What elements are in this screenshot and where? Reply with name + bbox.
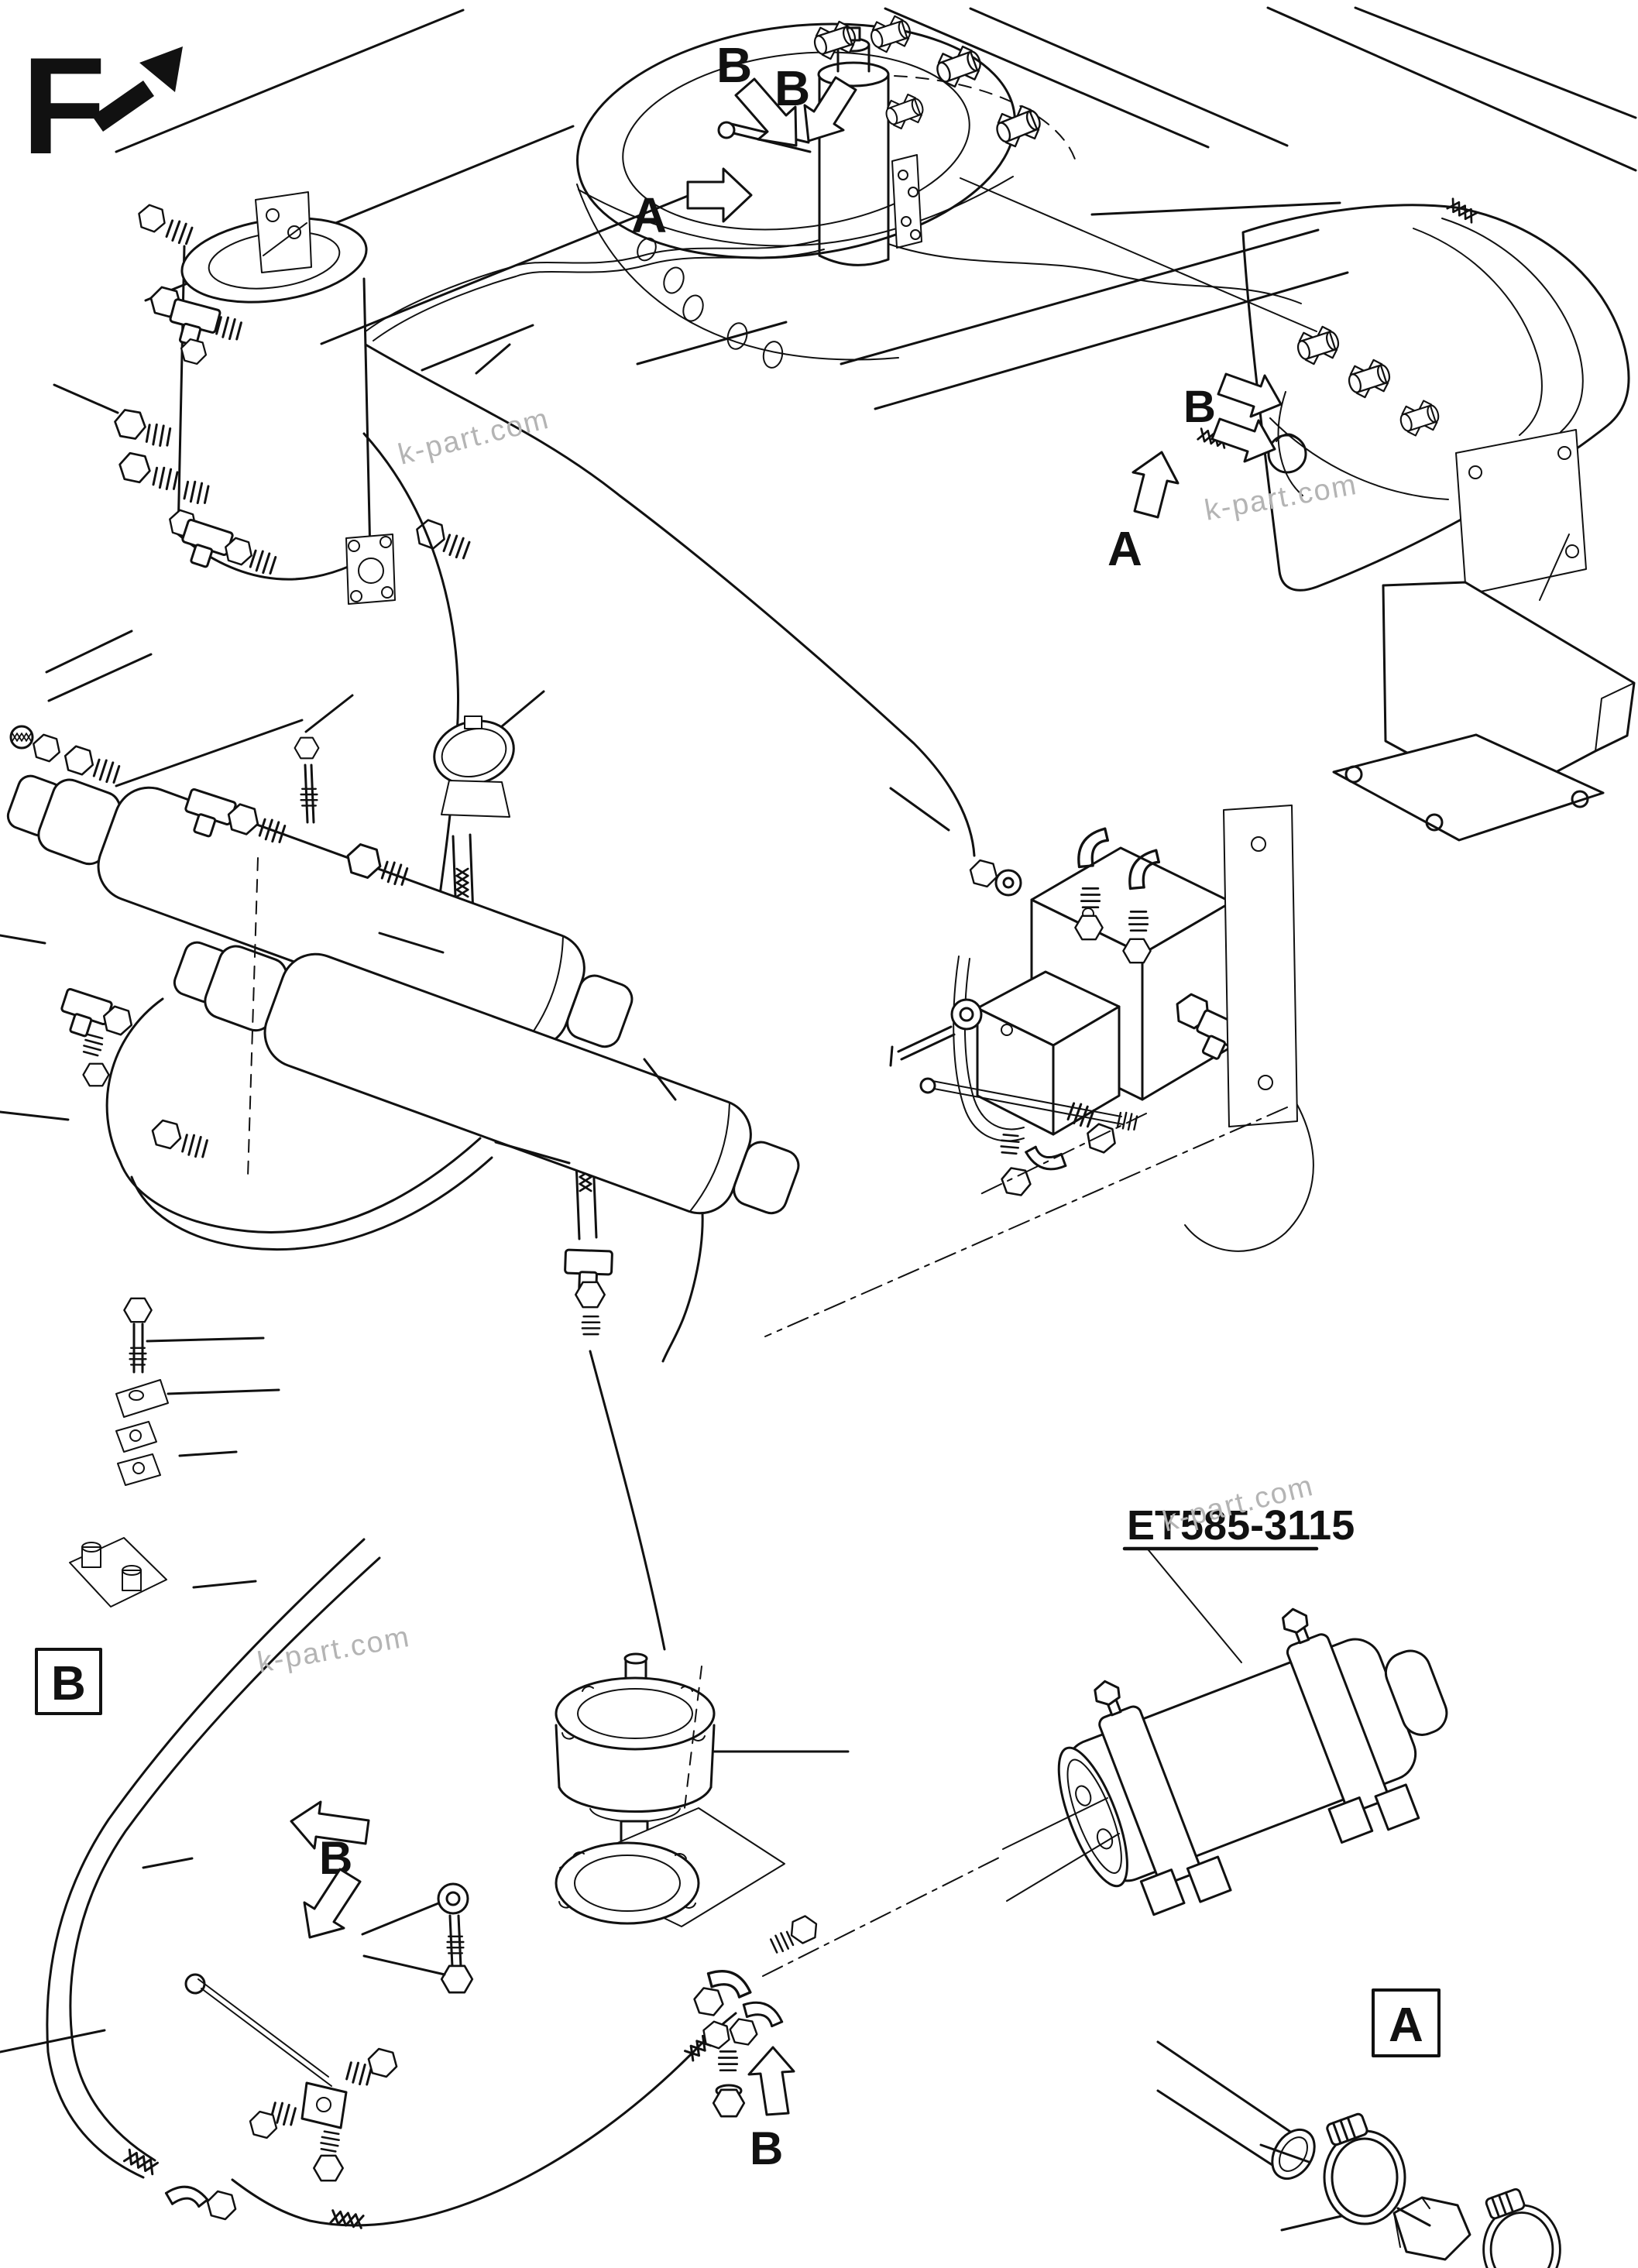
cover-plate-bracket [1332,534,1636,842]
fitting-nut-icon [115,450,154,486]
detail-box-b: B [35,1648,102,1715]
valve-cylinder-icon [1293,322,1344,369]
fitting-thread-icon [152,465,179,492]
fitting-thread-icon [441,532,472,561]
et-cylinder-assembly [1002,1608,1448,1916]
detail-box-b-letter: B [51,1657,86,1710]
view-labels: B B A B A B B [290,37,1283,2174]
view-arrow-b-right-icon [1217,372,1283,418]
fitting-nut-icon [134,201,170,235]
view-arrow-b-mid-left2-icon [303,1868,362,1939]
watermark: k-part.com [255,1621,413,1680]
view-arrow-b-bottom-icon [747,2046,795,2116]
accumulator-cylinder-lower [173,941,800,1215]
direction-indicator: F [22,29,183,183]
view-arrow-b-right2-icon [1210,417,1276,463]
cylinder-clamp [1282,1608,1420,1844]
cap-plug-icon [1392,2196,1471,2261]
filter-canister-assembly [112,191,472,605]
hose-clamp-icon [1323,2112,1406,2225]
view-arrow-b-mid-left-icon [290,1800,370,1850]
bolt-head-icon [440,1964,474,1994]
valve-block-assembly [764,805,1314,1337]
clamp-hardware-set [69,1297,169,1608]
valve-cylinder-icon [1396,396,1444,440]
band-clamp [433,715,515,818]
view-label-a-right: A [1107,523,1142,576]
view-arrow-a-top-icon [686,167,753,223]
detail-box-a-letter: A [1389,1999,1423,2052]
mount-plate [1455,429,1587,595]
canister-flange-plate [345,534,396,605]
rod-ball-end [717,121,736,139]
small-accumulator-icon [1267,434,1307,474]
side-frame-assembly [1197,197,1630,595]
bell-accumulator-assembly [437,1652,785,1994]
direction-arrowhead-icon [139,46,183,92]
washer-icon [437,1882,469,1915]
direction-flag-letter: F [22,29,106,183]
side-plate [1223,805,1298,1127]
bottom-center-fittings [691,1856,1001,2118]
bottom-left-piping [184,1973,401,2182]
swing-component-icon [866,12,915,57]
cylinder-fittings [9,715,515,1178]
valve-cylinder-icon [1344,355,1395,402]
hose-clamp-icon [1482,2187,1561,2268]
fitting-thread-icon [183,479,210,506]
centerline-dashdot [762,1856,1001,1977]
centerline-dashdot [975,1113,1147,1197]
fitting-thread-icon [249,547,277,576]
watermark: k-part.com [395,403,553,472]
view-label-b-top-left: B [716,37,752,93]
pipe-end [1271,2128,1316,2181]
view-label-a-top: A [631,187,667,243]
cap-nut-icon [294,736,320,760]
banjo-block [300,2081,348,2129]
view-arrow-b-top-right-icon [803,76,857,142]
view-label-b-bottom: B [750,2122,783,2174]
clamp-half [117,1453,161,1486]
turntable-assembly [365,12,1317,369]
leader-lines [0,201,1431,2232]
hose-runs [46,343,976,2229]
pipe-clamp-cap-detail [1156,2040,1561,2268]
clamp-half [115,1421,157,1453]
direction-arrow-icon [92,81,154,132]
fitting-thread-icon [215,314,243,342]
assembly-axis-dash [247,857,259,1178]
part-number-callout: ET585-3115 [1122,1502,1355,1663]
fitting-thread-icon [164,218,194,247]
accumulator-cylinder-upper [6,774,634,1048]
watermark: k-part.com [1202,468,1360,527]
swing-component-icon [991,101,1046,152]
fitting-thread-icon [145,422,172,448]
part-number-label: ET585-3115 [1127,1502,1355,1549]
cylinder-clamp [1094,1680,1232,1916]
bolt-head-icon [123,1297,153,1323]
rotation-dash-arc [894,75,1077,165]
rod-ball-end [184,1973,206,1995]
centerline-dashdot [764,1107,1288,1337]
washer-icon [950,998,983,1031]
canister-bracket [255,191,312,273]
detail-box-a: A [1372,1988,1441,2057]
view-label-b-right: B [1183,382,1216,432]
view-arrow-a-right-icon [1131,451,1180,519]
view-arrow-b-top-left-icon [734,77,798,147]
